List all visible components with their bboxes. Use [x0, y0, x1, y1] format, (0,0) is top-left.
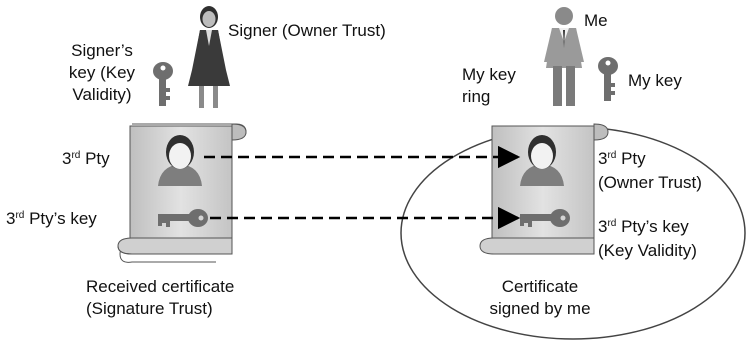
third-party-key-label: 3rd Pty’s key [598, 217, 689, 236]
certificate-caption: Certificate [501, 277, 579, 296]
key-validity-label: (Key Validity) [598, 241, 697, 260]
horizontal-key-icon [158, 209, 208, 227]
horizontal-key-icon [520, 209, 570, 227]
signer-key-label-line-3: Validity) [72, 85, 132, 104]
man-figure-icon [544, 7, 584, 106]
third-party-key-label: 3rd Pty’s key [6, 209, 97, 228]
certificate-scroll-icon [117, 123, 247, 263]
third-party-label: 3rd Pty [598, 149, 646, 168]
woman-figure-icon [188, 6, 230, 108]
signer-key-label-line-1: Signer’s [71, 41, 133, 60]
third-party-label: 3rd Pty [62, 149, 110, 168]
signed-by-me-caption: signed by me [489, 299, 591, 318]
key-ring-label-line-1: My key [462, 65, 516, 84]
me-label: Me [584, 11, 608, 30]
key-icon [153, 62, 173, 106]
signature-trust-caption: (Signature Trust) [86, 299, 213, 318]
key-icon [598, 57, 618, 101]
my-key-label: My key [628, 71, 682, 90]
owner-trust-label: (Owner Trust) [598, 173, 702, 192]
signer-key-label-line-2: key (Key [68, 63, 136, 82]
key-ring-label-line-2: ring [462, 87, 491, 106]
person-avatar-icon [520, 135, 564, 186]
signer-label: Signer (Owner Trust) [228, 21, 386, 40]
received-certificate-caption: Received certificate [86, 277, 235, 296]
person-avatar-icon [158, 135, 202, 186]
